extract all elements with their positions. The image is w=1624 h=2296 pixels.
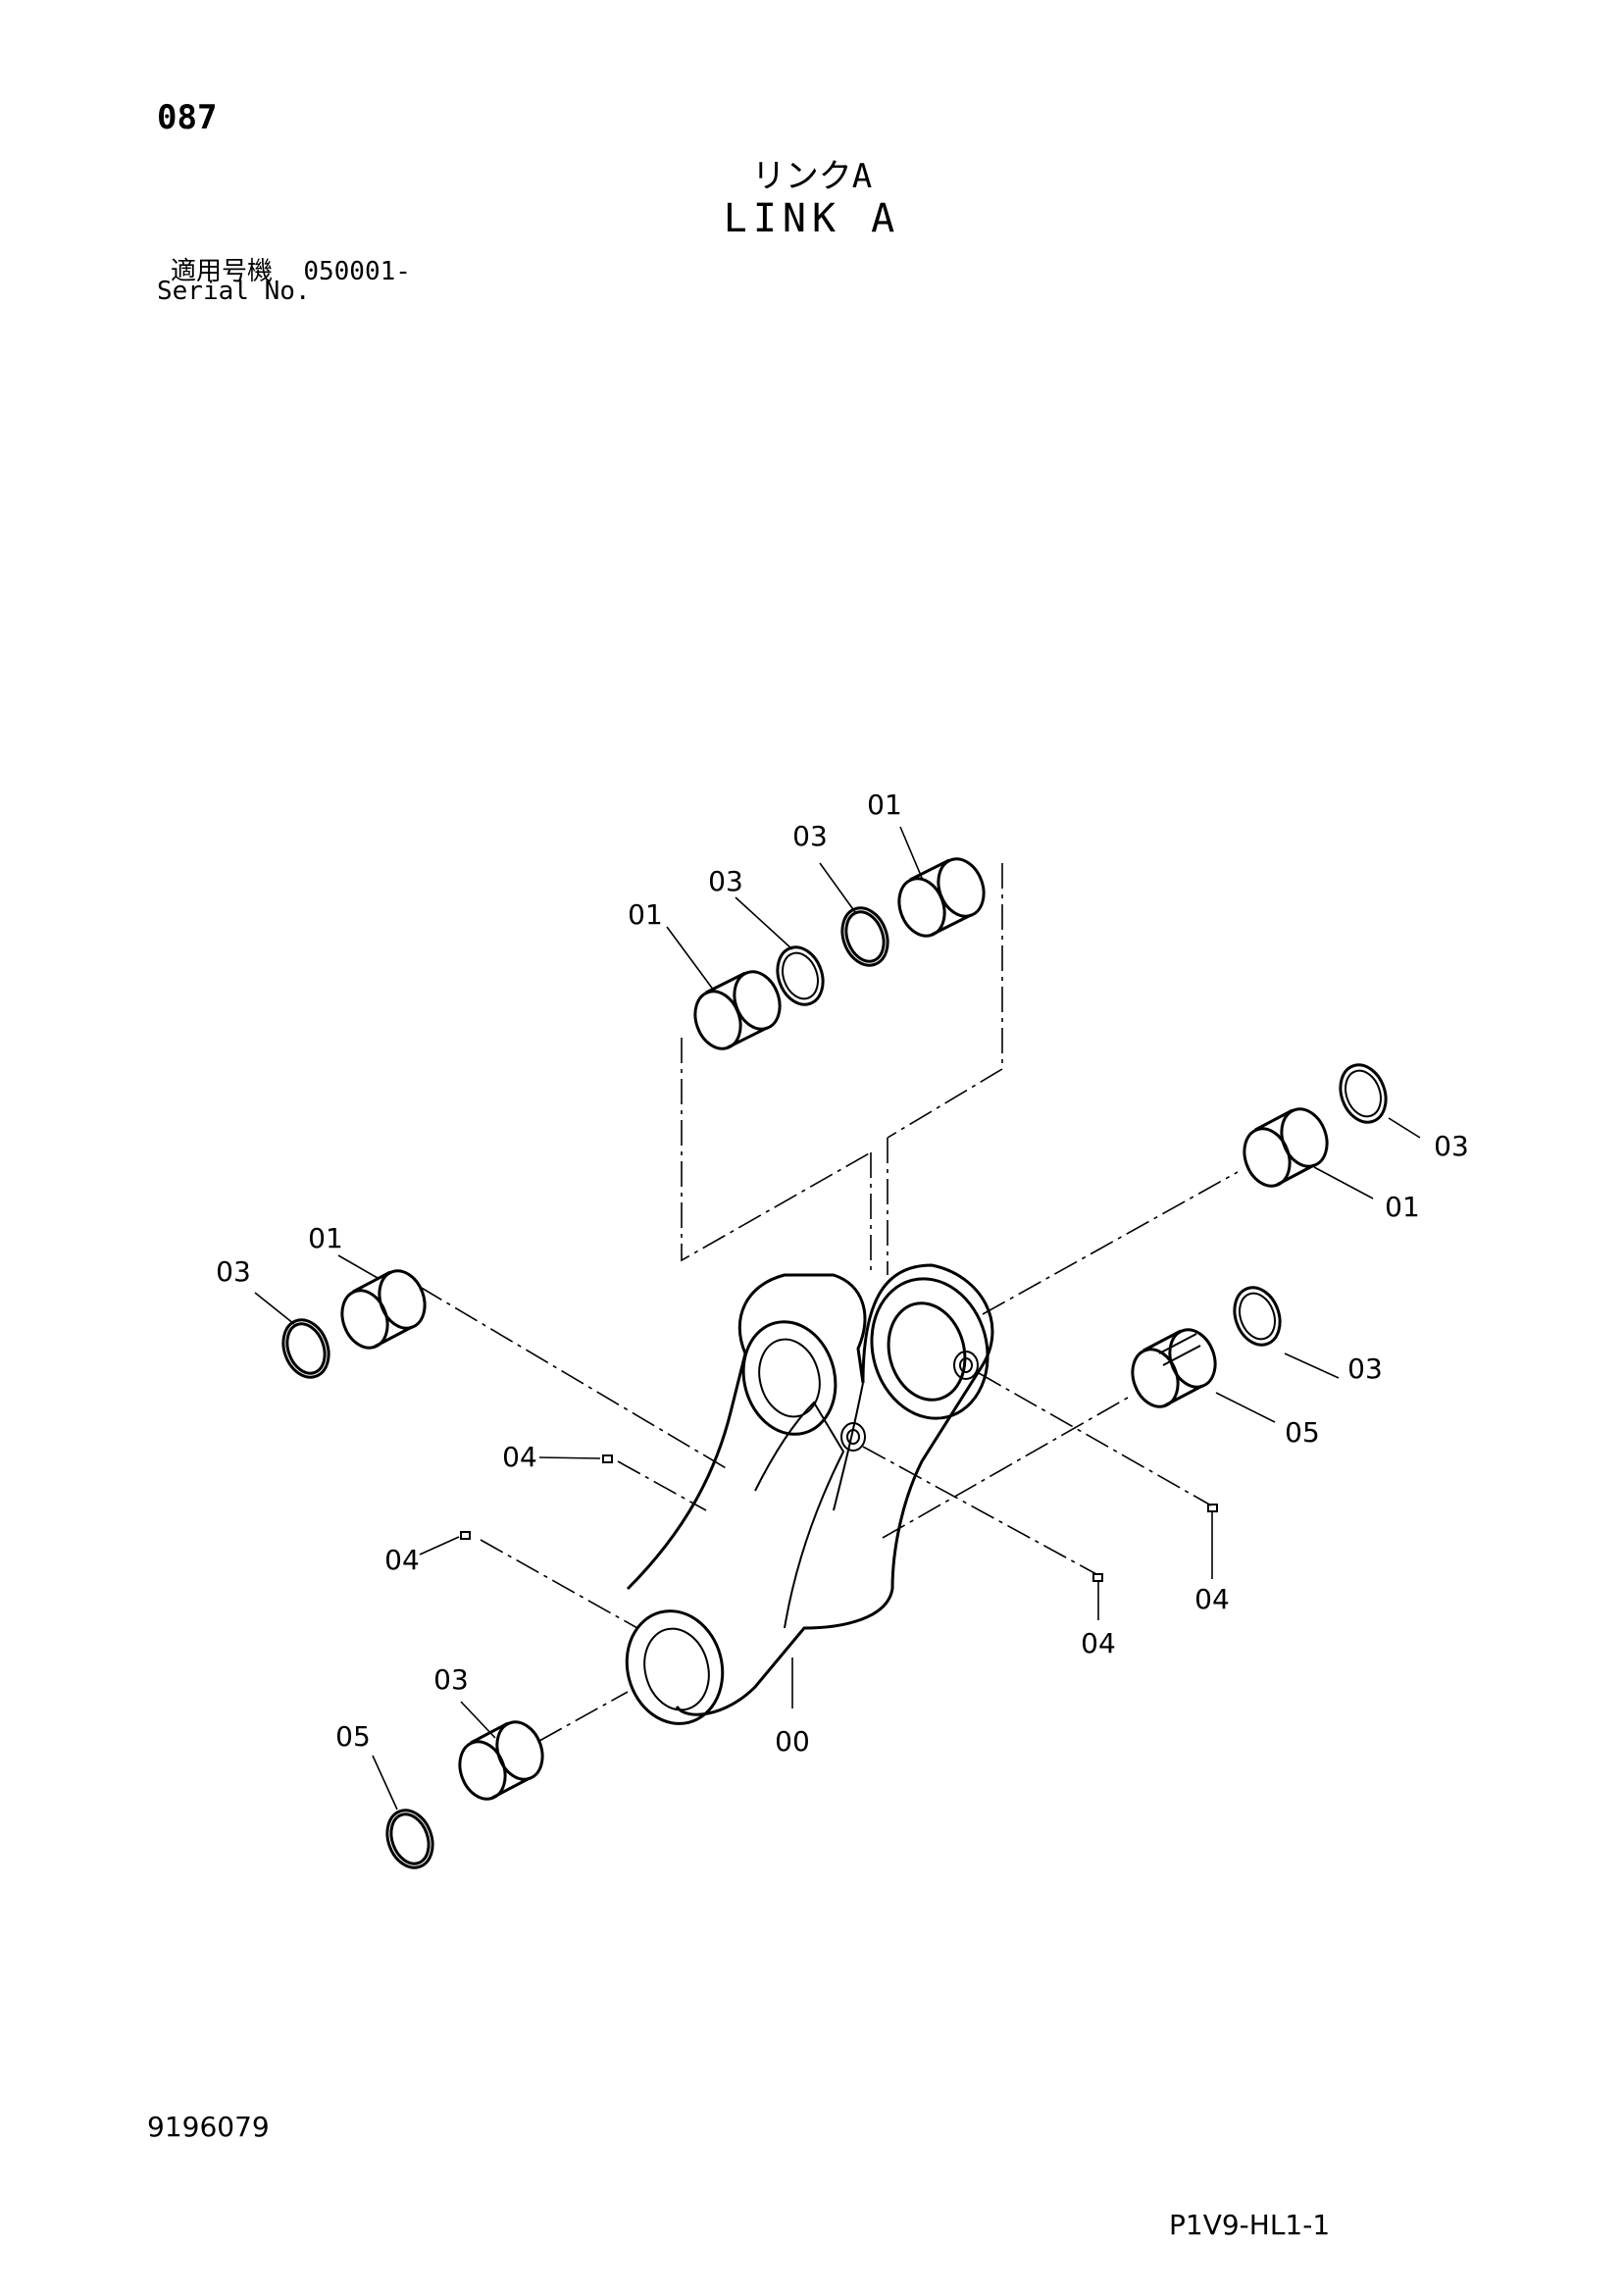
- callout-01: 01: [867, 789, 902, 821]
- callout-03: 03: [708, 865, 743, 897]
- seal-ring-left: [281, 1318, 330, 1379]
- grease-fitting-right: [1207, 1504, 1218, 1512]
- grease-fitting-right-middle: [1092, 1573, 1103, 1582]
- grease-fitting-left-lower: [460, 1531, 471, 1540]
- seal-ring-right-middle: [1233, 1286, 1282, 1347]
- callout-03: 03: [1347, 1352, 1383, 1385]
- callout-01: 01: [628, 898, 663, 931]
- bushing-top-left: [693, 970, 782, 1050]
- assembly-lines: [419, 863, 1239, 1742]
- callout-03: 03: [433, 1663, 469, 1696]
- callout-05: 05: [335, 1720, 371, 1753]
- callout-04: 04: [1081, 1627, 1116, 1659]
- bushing-right-middle: [1131, 1328, 1217, 1408]
- callout-04: 04: [502, 1441, 537, 1473]
- link-body: [625, 1263, 994, 1725]
- callout-01: 01: [1385, 1191, 1420, 1223]
- bushing-top-right: [897, 857, 986, 938]
- grease-fitting-left-upper: [602, 1454, 613, 1463]
- callout-04: 04: [1194, 1583, 1230, 1615]
- callout-03: 03: [1434, 1130, 1469, 1162]
- bushing-bottom: [458, 1720, 544, 1801]
- title-japanese: リンクA: [751, 157, 873, 196]
- page-code: P1V9-HL1-1: [1169, 2209, 1331, 2241]
- serial-label-english: Serial No.: [157, 277, 311, 306]
- page-title: LINK A: [723, 196, 901, 241]
- callout-01: 01: [308, 1222, 343, 1254]
- callout-03: 03: [792, 820, 828, 852]
- bushing-left: [340, 1269, 427, 1350]
- leader-lines: [254, 826, 1421, 1811]
- callout-03: 03: [216, 1255, 251, 1288]
- seal-ring-top-2: [840, 906, 889, 967]
- serial-applicability: 適用号機 050001-: [171, 251, 411, 287]
- page-number: 087: [157, 98, 218, 137]
- callout-04: 04: [384, 1544, 420, 1576]
- seal-ring-right-upper: [1339, 1063, 1388, 1124]
- seal-ring-bottom: [385, 1809, 434, 1869]
- callout-05: 05: [1285, 1416, 1320, 1449]
- drawing-number: 9196079: [147, 2111, 270, 2143]
- bushing-right-upper: [1243, 1107, 1329, 1188]
- callout-labels: 01 03 03 01 03 01 01 03 04 04 00 05 03 03 05 04 04: [216, 789, 1469, 1758]
- callout-00: 00: [775, 1725, 810, 1758]
- serial-label-japanese: 適用号機: [171, 257, 274, 286]
- serial-value: 050001-: [303, 257, 411, 286]
